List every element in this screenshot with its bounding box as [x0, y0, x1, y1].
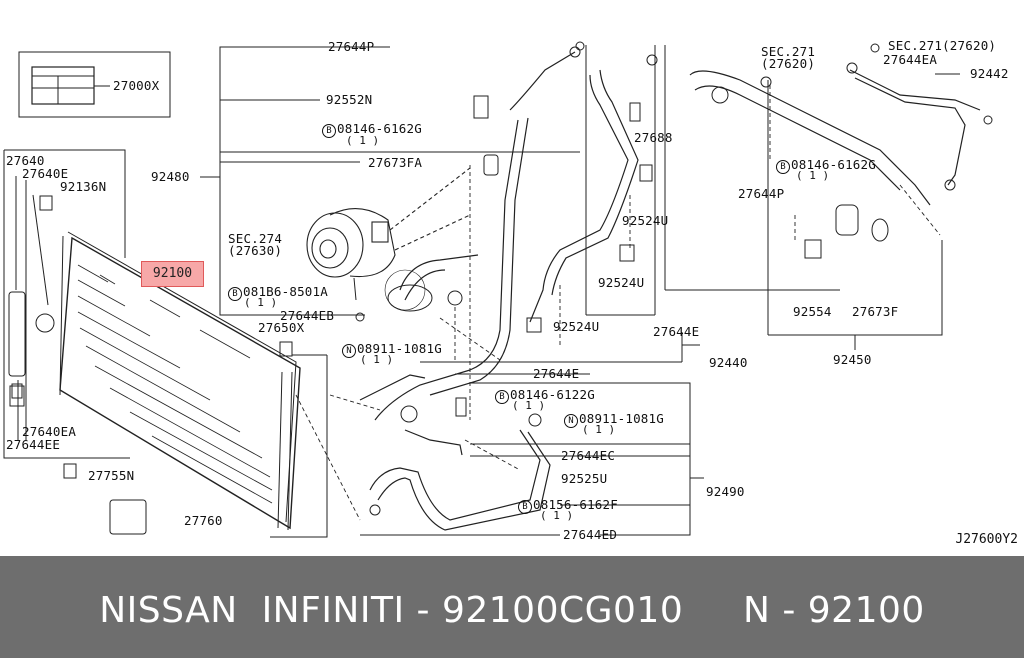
qty-08911-1081g-a: ( 1 )	[360, 353, 394, 366]
part-sec274-ref: (27630)	[228, 243, 283, 258]
b-circle-mark: B	[228, 287, 242, 301]
condenser-fins	[77, 264, 273, 504]
qty-08156-6162f: ( 1 )	[540, 509, 574, 522]
part-number-text: 08146-6122G	[510, 387, 595, 402]
b-circle-mark: B	[495, 390, 509, 404]
part-27644ee[interactable]: 27644EE	[6, 437, 61, 452]
condenser-core	[59, 236, 301, 530]
part-92480[interactable]: 92480	[151, 169, 190, 184]
part-27644p-mid[interactable]: 27644P	[738, 186, 785, 201]
part-sec271-a-ref: (27620)	[761, 56, 816, 71]
part-number-text: 08911-1081G	[579, 411, 664, 426]
b-circle-mark: B	[518, 500, 532, 514]
hose-lines	[359, 51, 981, 531]
part-27640[interactable]: 27640	[6, 153, 45, 168]
b-circle-mark: B	[776, 160, 790, 174]
part-27644e-a[interactable]: 27644E	[653, 324, 700, 339]
part-27644eb[interactable]: 27644EB	[280, 308, 335, 323]
qty-08146-6162g-b: ( 1 )	[796, 169, 830, 182]
part-92524u-c[interactable]: 92524U	[553, 319, 600, 334]
part-92524u-b[interactable]: 92524U	[598, 275, 645, 290]
part-92440[interactable]: 92440	[709, 355, 748, 370]
part-number-text: 08146-6162G	[791, 157, 876, 172]
part-27644ed[interactable]: 27644ED	[563, 527, 618, 542]
part-92490[interactable]: 92490	[706, 484, 745, 499]
bracket-92552n	[473, 95, 489, 119]
bracket-27760	[109, 499, 147, 535]
qty-08146-6122g: ( 1 )	[512, 399, 546, 412]
part-sec274[interactable]: SEC.274	[228, 231, 283, 246]
part-92525u[interactable]: 92525U	[561, 471, 608, 486]
part-27650x[interactable]: 27650X	[258, 320, 305, 335]
part-27640e[interactable]: 27640E	[22, 166, 69, 181]
banner-text: NISSAN INFINITI - 92100CG010 N - 92100	[99, 590, 925, 631]
qty-08911-1081g-b: ( 1 )	[582, 423, 616, 436]
compressor-drawing	[306, 167, 471, 278]
receiver-drier	[8, 291, 26, 377]
qty-081b6: ( 1 )	[244, 296, 278, 309]
b-circle-mark: B	[322, 124, 336, 138]
part-27755n[interactable]: 27755N	[88, 468, 135, 483]
part-92450[interactable]: 92450	[833, 352, 872, 367]
part-27640ea[interactable]: 27640EA	[22, 424, 77, 439]
part-27644ec[interactable]: 27644EC	[561, 448, 616, 463]
part-92524u-a[interactable]: 92524U	[622, 213, 669, 228]
part-27644p-top[interactable]: 27644P	[328, 39, 375, 54]
part-27673fa[interactable]: 27673FA	[368, 155, 423, 170]
part-number-text: 08156-6162F	[533, 497, 618, 512]
part-27688[interactable]: 27688	[634, 130, 673, 145]
part-27673f[interactable]: 27673F	[852, 304, 899, 319]
part-sec271-a[interactable]: SEC.271	[761, 44, 816, 59]
n-circle-mark: N	[564, 414, 578, 428]
bracket-92480	[219, 46, 390, 316]
part-92554[interactable]: 92554	[793, 304, 832, 319]
qty-08146-6162g-a: ( 1 )	[346, 134, 380, 147]
diagram-code: J27600Y2	[955, 532, 1018, 547]
part-sec271-b[interactable]: SEC.271(27620)	[888, 38, 997, 53]
part-number-banner: NISSAN INFINITI - 92100CG010 N - 92100	[0, 556, 1024, 658]
part-92442[interactable]: 92442	[970, 66, 1009, 81]
part-27644e-b[interactable]: 27644E	[533, 366, 580, 381]
part-92552n[interactable]: 92552N	[326, 92, 373, 107]
n-circle-mark: N	[342, 344, 356, 358]
part-27000x[interactable]: 27000X	[113, 78, 160, 93]
diagram-drawing	[3, 41, 993, 538]
part-number-text: 08911-1081G	[357, 341, 442, 356]
label-box-frame	[18, 51, 171, 118]
part-number-text: 08146-6162G	[337, 121, 422, 136]
highlight-92100[interactable]: 92100	[141, 261, 204, 287]
part-27760[interactable]: 27760	[184, 513, 223, 528]
part-number-text: 081B6-8501A	[243, 284, 328, 299]
part-92136n[interactable]: 92136N	[60, 179, 107, 194]
part-27644ea[interactable]: 27644EA	[883, 52, 938, 67]
